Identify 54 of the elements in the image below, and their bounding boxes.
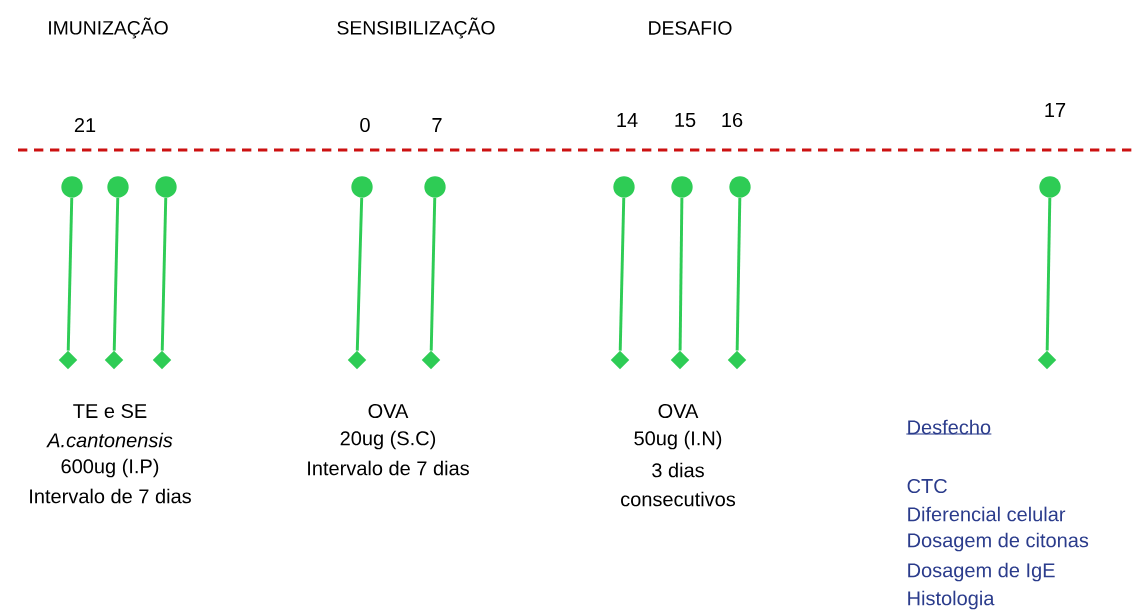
pin-head xyxy=(351,176,373,198)
diamond-marker xyxy=(670,350,690,370)
pin-line xyxy=(678,197,684,351)
diamond-marker xyxy=(58,350,78,370)
pin-line xyxy=(429,197,437,351)
day-number: 14 xyxy=(617,113,638,127)
diamond-marker xyxy=(421,350,441,370)
treatment-note: OVA xyxy=(658,403,699,419)
day-number: 21 xyxy=(74,118,96,132)
outcome-item: Dosagem de IgE xyxy=(908,562,1055,582)
pin-line xyxy=(618,197,626,351)
outcome-item: Dosagem de citonas xyxy=(908,532,1089,552)
diamond-marker xyxy=(1037,350,1057,370)
day-number: 15 xyxy=(675,113,696,127)
pin-line xyxy=(1045,197,1052,351)
treatment-note: TE e SE xyxy=(73,403,147,419)
pin-head xyxy=(671,176,693,198)
outcome-item: Diferencial celular xyxy=(908,506,1066,522)
day-number: 7 xyxy=(432,118,442,132)
treatment-note: 3 dias xyxy=(652,462,704,478)
diamond-marker xyxy=(347,350,367,370)
treatment-note: consecutivos xyxy=(621,491,736,507)
phase-heading: SENSIBILIZAÇÃO xyxy=(337,17,495,39)
pin-head xyxy=(729,176,751,198)
treatment-note: A.cantonensis xyxy=(46,432,173,448)
pin-head xyxy=(1039,176,1061,198)
diamond-marker xyxy=(104,350,124,370)
pin-line xyxy=(112,197,120,351)
pin-head xyxy=(613,176,635,198)
treatment-note: 600ug (I.P) xyxy=(61,458,159,478)
outcome-heading: Desfecho xyxy=(905,419,992,435)
pin-line xyxy=(355,197,364,351)
outcome-item: CTC xyxy=(907,478,947,494)
treatment-note: Intervalo de 7 dias xyxy=(308,460,469,476)
diamond-marker xyxy=(610,350,630,370)
diamond-marker xyxy=(727,350,747,370)
pin-head xyxy=(155,176,177,198)
treatment-note: 20ug (S.C) xyxy=(340,430,436,450)
phase-heading: IMUNIZAÇÃO xyxy=(49,17,168,39)
pin-head xyxy=(107,176,129,198)
treatment-note: 50ug (I.N) xyxy=(634,430,722,450)
pin-head xyxy=(424,176,446,198)
pin-line xyxy=(66,197,74,351)
outcome-item: Histologia xyxy=(908,590,995,610)
day-number: 16 xyxy=(722,112,743,128)
day-number: 0 xyxy=(360,117,370,133)
diamond-marker xyxy=(152,350,172,370)
pin-head xyxy=(61,176,83,198)
phase-heading: DESAFIO xyxy=(649,21,732,35)
pin-line xyxy=(735,197,742,351)
day-number: 17 xyxy=(1045,103,1066,117)
treatment-note: Intervalo de 7 dias xyxy=(30,488,191,504)
pin-line xyxy=(160,197,168,351)
treatment-note: OVA xyxy=(368,403,409,419)
